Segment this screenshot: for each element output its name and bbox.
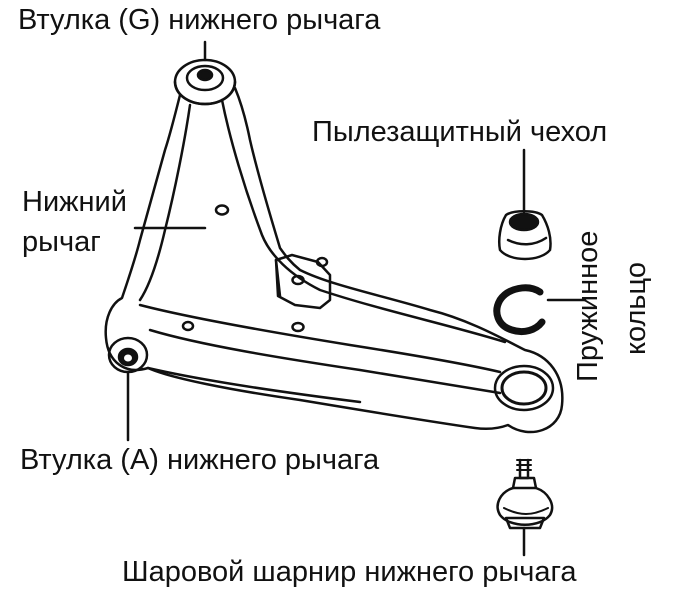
ball-joint-part xyxy=(498,460,552,528)
label-lower-arm-line2: рычаг xyxy=(22,226,101,258)
lower-arm-edge xyxy=(140,305,500,372)
dust-boot-part xyxy=(499,211,550,259)
lower-arm-front-face xyxy=(148,368,360,402)
label-lower-arm-line1: Нижний xyxy=(22,186,127,218)
arm-hole-5 xyxy=(293,323,304,331)
bushing-g xyxy=(175,60,235,104)
lower-arm-rib-upper xyxy=(140,105,190,300)
spring-ring-part xyxy=(497,288,542,332)
arm-boss xyxy=(276,255,330,308)
label-bushing-a: Втулка (A) нижнего рычага xyxy=(20,444,380,476)
bushing-a xyxy=(109,338,147,372)
label-spring-ring-line2: кольцо xyxy=(620,262,652,355)
arm-hole-2 xyxy=(293,276,304,284)
arm-hole-4 xyxy=(183,322,193,330)
ball-joint-eye xyxy=(495,366,553,410)
lower-arm-rib-lower xyxy=(150,330,500,393)
arm-hole-3 xyxy=(317,258,327,266)
lower-arm-outline xyxy=(106,88,563,432)
label-spring-ring-line1: Пружинное xyxy=(572,230,604,382)
arm-boss-edge xyxy=(276,260,280,296)
lower-arm-rib-inner xyxy=(222,100,505,342)
label-dust-boot: Пылезащитный чехол xyxy=(312,116,608,148)
arm-hole-1 xyxy=(216,206,228,215)
label-bushing-g: Втулка (G) нижнего рычага xyxy=(18,4,381,36)
label-ball-joint: Шаровой шарнир нижнего рычага xyxy=(122,556,577,588)
